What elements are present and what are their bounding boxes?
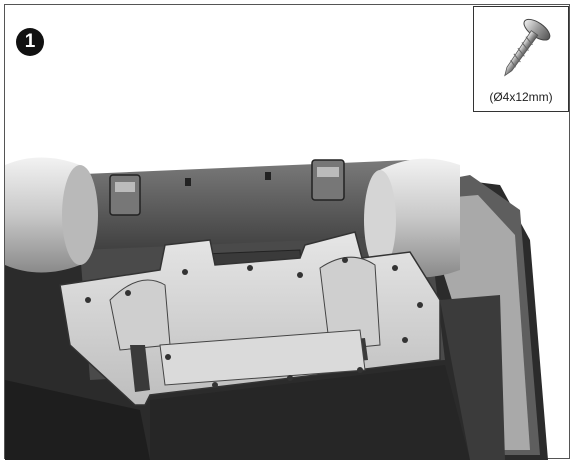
screw-icon [504, 18, 551, 77]
screw-size-label: (Ø4x12mm) [489, 90, 553, 104]
screw-callout: (Ø4x12mm) [473, 6, 569, 112]
step-number-badge: 1 [16, 28, 44, 56]
